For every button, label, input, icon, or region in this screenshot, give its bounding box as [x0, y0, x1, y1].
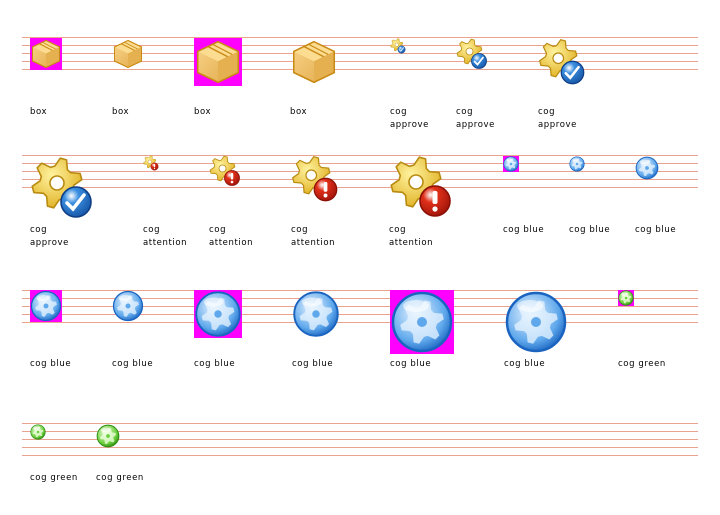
- cog-blue-icon: [635, 156, 659, 180]
- cog-approve-icon: [456, 38, 487, 69]
- cog-approve-icon: [31, 157, 92, 218]
- icon-label: cog attention: [291, 225, 336, 248]
- icon-label: cog green: [30, 473, 78, 483]
- cog-blue-icon: [194, 290, 242, 338]
- guide-line: [22, 53, 698, 54]
- box-icon: [30, 38, 62, 70]
- box-icon: [114, 39, 142, 69]
- guide-line: [22, 439, 698, 440]
- cog-attention-icon: [292, 156, 338, 202]
- guide-line: [22, 69, 698, 70]
- cog-attention-icon: [209, 155, 240, 186]
- guide-line: [22, 37, 698, 38]
- icon-label: cog blue: [503, 225, 545, 235]
- icon-label: box: [194, 107, 212, 117]
- icon-label: cog blue: [569, 225, 611, 235]
- cog-blue-icon: [293, 291, 339, 337]
- icon-label: cog blue: [292, 359, 334, 369]
- cog-green-icon: [96, 424, 120, 448]
- icon-label: cog attention: [143, 225, 188, 248]
- icon-label: box: [112, 107, 130, 117]
- icon-label: box: [30, 107, 48, 117]
- guide-line: [22, 290, 698, 291]
- guide-line: [22, 163, 698, 164]
- guide-line: [22, 171, 698, 172]
- cog-blue-icon: [112, 290, 144, 322]
- icon-label: cog green: [96, 473, 144, 483]
- cog-green-icon: [30, 424, 46, 440]
- guide-line: [22, 306, 698, 307]
- icon-label: cog approve: [538, 107, 577, 130]
- cog-blue-icon: [390, 290, 454, 354]
- guide-line: [22, 155, 698, 156]
- icon-label: cog attention: [389, 225, 434, 248]
- cog-green-icon: [618, 290, 634, 306]
- icon-label: cog blue: [194, 359, 236, 369]
- guide-line: [22, 314, 698, 315]
- guide-line: [22, 179, 698, 180]
- icon-label: cog approve: [30, 225, 69, 248]
- icon-label: cog green: [618, 359, 666, 369]
- icon-label: cog approve: [456, 107, 495, 130]
- guide-line: [22, 423, 698, 424]
- icon-label: cog blue: [390, 359, 432, 369]
- cog-approve-icon: [390, 38, 406, 54]
- guide-line: [22, 61, 698, 62]
- guide-line: [22, 187, 698, 188]
- cog-approve-icon: [539, 39, 585, 85]
- cog-blue-icon: [505, 291, 567, 353]
- icon-label: cog blue: [635, 225, 677, 235]
- guide-line: [22, 45, 698, 46]
- cog-attention-icon: [390, 156, 451, 217]
- box-icon: [293, 40, 335, 84]
- icon-label: cog approve: [390, 107, 429, 130]
- icon-label: cog attention: [209, 225, 254, 248]
- cog-attention-icon: [143, 155, 159, 171]
- guide-line: [22, 431, 698, 432]
- guide-line: [22, 298, 698, 299]
- icon-label: cog blue: [112, 359, 154, 369]
- guide-line: [22, 447, 698, 448]
- guide-line: [22, 322, 698, 323]
- guide-line: [22, 455, 698, 456]
- cog-blue-icon: [30, 290, 62, 322]
- icon-label: cog blue: [504, 359, 546, 369]
- cog-blue-icon: [569, 156, 585, 172]
- icon-label: box: [290, 107, 308, 117]
- cog-blue-icon: [503, 156, 519, 172]
- box-icon: [194, 38, 242, 86]
- icon-label: cog blue: [30, 359, 72, 369]
